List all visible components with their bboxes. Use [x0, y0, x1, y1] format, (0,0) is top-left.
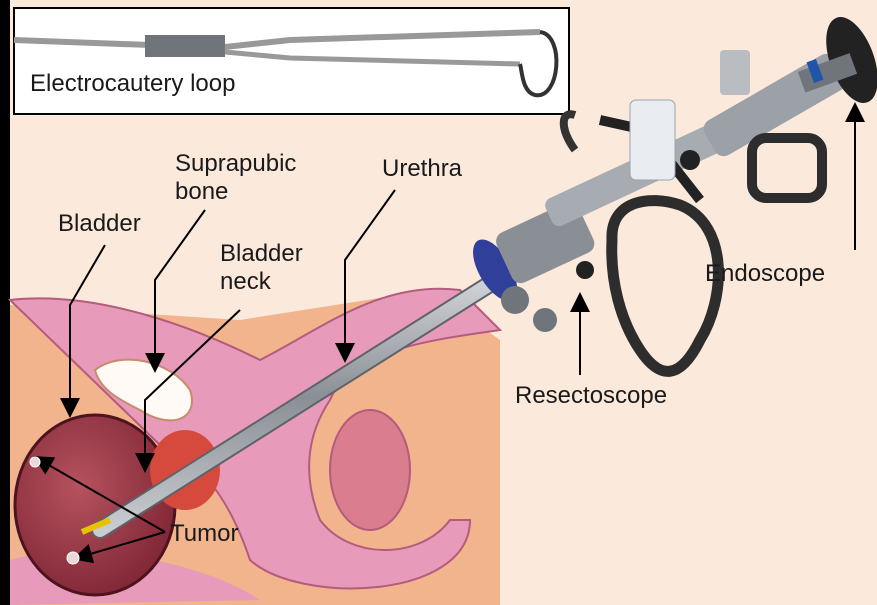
- tumor-spot: [30, 457, 40, 467]
- left-border: [0, 0, 10, 605]
- inset-label: Electrocautery loop: [30, 70, 235, 98]
- label-resectoscope: Resectoscope: [515, 382, 667, 410]
- label-bladder-neck: Bladder neck: [220, 240, 303, 295]
- tumor-spot: [67, 552, 79, 564]
- label-bladder: Bladder: [58, 210, 141, 238]
- label-suprapubic-bone: Suprapubic bone: [175, 150, 296, 205]
- label-tumor: Tumor: [170, 520, 238, 548]
- label-endoscope: Endoscope: [705, 260, 825, 288]
- label-urethra: Urethra: [382, 155, 462, 183]
